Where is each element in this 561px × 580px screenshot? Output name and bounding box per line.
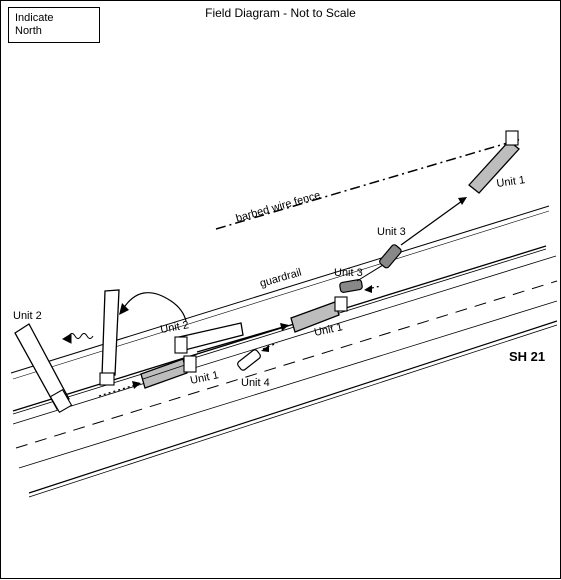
unit3-final-label: Unit 3: [377, 226, 406, 238]
unit1-start-vehicle: [140, 355, 197, 389]
unit1-mid-vehicle: [290, 296, 348, 333]
unit1-path-arrow: [196, 323, 289, 353]
unit4-label: Unit 4: [241, 377, 270, 389]
indicate-north-box: Indicate North: [8, 7, 100, 43]
spin-arrow-icon: [61, 333, 94, 344]
lane-line-dashed: [15, 280, 558, 449]
unit3-start-vehicle: [339, 279, 363, 293]
road-label: SH 21: [509, 349, 545, 364]
unit2-final-label: Unit 2: [13, 310, 42, 322]
north-box-line2: North: [15, 25, 42, 37]
unit2-impact-label: Unit 2: [159, 319, 189, 336]
unit4-approach-arrow: [261, 342, 278, 352]
unit1-final-vehicle: [468, 130, 520, 194]
unit1-start-label: Unit 1: [189, 369, 220, 387]
unit1-approach-arrow: [98, 381, 141, 397]
unit1-final-label: Unit 1: [496, 174, 526, 190]
guardrail-label: guardrail: [259, 267, 303, 290]
unit2-trailer-vertical: [99, 289, 120, 386]
diagram-title: Field Diagram - Not to Scale: [205, 6, 356, 20]
lane-line-1: [12, 255, 557, 425]
road-edge-south-2: [28, 324, 558, 498]
rotation-arrow-icon: [119, 292, 187, 322]
unit3-path-line: [356, 264, 384, 282]
guardrail-line-inner: [12, 248, 547, 415]
unit1-mid-label: Unit 1: [313, 321, 344, 339]
unit2-final-vehicle: [14, 323, 73, 414]
barbed-wire-fence-line: [215, 138, 522, 230]
unit3-start-label: Unit 3: [334, 267, 363, 279]
road-lines: [10, 205, 558, 498]
unit2-trailer-impact: [174, 322, 244, 354]
unit3-approach-arrow: [364, 285, 382, 293]
road-edge-north: [10, 205, 550, 374]
fence-label: barbed wire fence: [235, 189, 322, 225]
north-box-line1: Indicate: [15, 12, 54, 24]
road-edge-south: [28, 320, 558, 494]
unit1-final-path-arrow: [400, 197, 467, 246]
lane-line-2: [18, 300, 558, 469]
unit4-vehicle: [237, 349, 261, 371]
